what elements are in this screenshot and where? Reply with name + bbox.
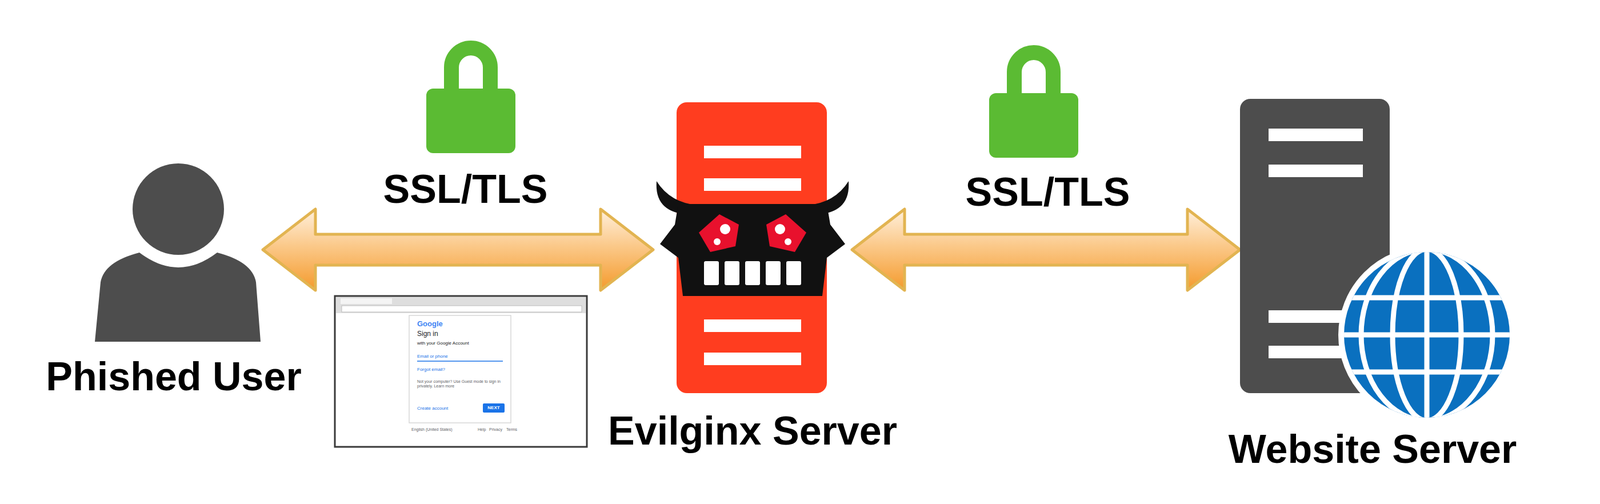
screenshot-text: English (United States)	[411, 427, 453, 432]
screenshot-text: Privacy	[489, 427, 503, 432]
edge-label: SSL/TLS	[383, 169, 548, 210]
web-server-node: Website Server	[1240, 98, 1516, 423]
double-arrow-connector	[852, 209, 1240, 291]
screenshot-text: Sign in	[417, 330, 439, 339]
screenshot-text: Forgot email?	[417, 366, 446, 372]
node-label: Phished User	[45, 356, 302, 397]
padlock-icon	[989, 52, 1079, 158]
screenshot-text: Email or phone	[417, 353, 448, 359]
screenshot-text: with your Google Account	[417, 340, 470, 346]
login-screenshot	[334, 296, 587, 447]
screenshot-text: Create account	[417, 405, 448, 411]
padlock-icon	[426, 48, 516, 154]
edge-label: SSL/TLS	[965, 172, 1131, 212]
screenshot-text: Help	[477, 427, 486, 432]
screenshot-text: NEXT	[482, 405, 505, 411]
screenshot-text: Not your computer? Use Guest mode to sig…	[417, 379, 503, 389]
screenshot-text: Google	[417, 320, 443, 329]
proxy-server-node: Evilginx Server	[653, 102, 852, 394]
node-label: Evilginx Server	[608, 410, 898, 451]
node-label: Website Server	[1228, 429, 1518, 470]
web-server-icon	[1240, 98, 1516, 423]
evilginx-server-icon	[653, 102, 852, 394]
screenshot-text: Terms	[506, 427, 518, 432]
user-node: Phished User	[91, 149, 263, 344]
person-icon	[91, 149, 263, 344]
double-arrow-connector	[262, 209, 654, 291]
